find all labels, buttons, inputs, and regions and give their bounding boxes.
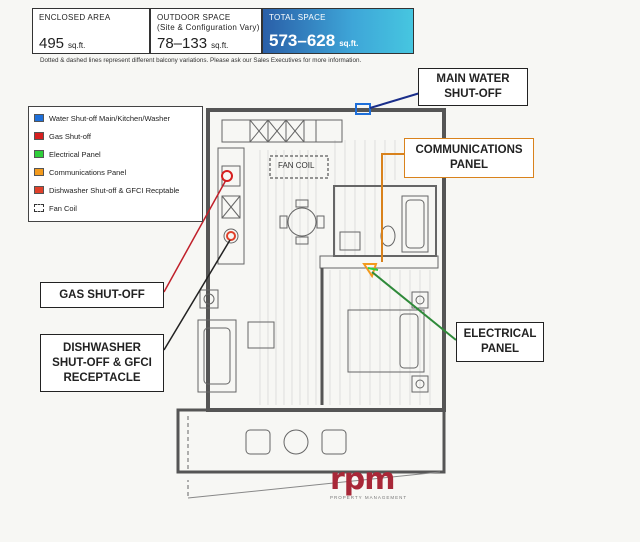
fan-coil-swatch-icon	[34, 204, 44, 212]
gas-shutoff-marker	[221, 170, 233, 182]
closet-wall	[319, 255, 439, 269]
gas-swatch-icon	[34, 132, 44, 140]
water-swatch-icon	[34, 114, 44, 122]
fan-coil-label: FAN COIL	[278, 161, 315, 170]
electrical-marker	[367, 267, 379, 271]
legend-item-dishwasher: Dishwasher Shut-off & GFCI Recptable	[34, 183, 179, 197]
dishwasher-valve	[223, 228, 239, 244]
logo-brand: rpm	[330, 462, 396, 497]
outdoor-space-label: OUTDOOR SPACE(Site & Configuration Vary)	[157, 13, 260, 32]
dishwasher-marker	[226, 231, 236, 241]
toilet	[380, 225, 396, 247]
electrical-swatch-icon	[34, 150, 44, 158]
balcony-note: Dotted & dashed lines represent differen…	[40, 57, 362, 64]
balcony-chair-left	[245, 429, 271, 455]
legend-item-electrical: Electrical Panel	[34, 147, 101, 161]
legend-item-gas: Gas Shut-off	[34, 129, 91, 143]
dishwasher-swatch-icon	[34, 186, 44, 194]
legend-item-communications: Communications Panel	[34, 165, 126, 179]
logo-tagline: PROPERTY MANAGEMENT	[330, 495, 408, 500]
dining-table	[287, 207, 317, 237]
coffee-table	[247, 321, 275, 349]
total-space-label: TOTAL SPACE	[269, 13, 326, 22]
rpm-logo: rpm PROPERTY MANAGEMENT	[330, 462, 410, 500]
leader-communications	[381, 153, 410, 262]
balcony	[176, 408, 446, 474]
balcony-table	[283, 429, 309, 455]
nightstand-bottom	[411, 375, 429, 393]
bathtub	[401, 195, 429, 253]
nightstand-top	[411, 291, 429, 309]
leader-electrical	[371, 271, 457, 341]
legend-item-fan-coil: Fan Coil	[34, 201, 77, 215]
enclosed-area-label: ENCLOSED AREA	[39, 13, 111, 22]
bed	[347, 309, 425, 373]
leader-gas	[163, 179, 227, 293]
callout-gas: GAS SHUT-OFF	[40, 282, 164, 308]
vanity	[339, 231, 361, 251]
kitchen-side-counter	[217, 147, 245, 265]
communications-swatch-icon	[34, 168, 44, 176]
water-shutoff-marker	[355, 103, 371, 115]
kitchen-upper-cabinets	[221, 119, 343, 143]
sofa	[197, 319, 237, 393]
sink	[221, 195, 241, 219]
legend: Water Shut-off Main/Kitchen/Washer Gas S…	[28, 106, 203, 222]
leader-dishwasher	[163, 239, 231, 351]
floor-hatch	[259, 140, 431, 405]
balcony-chair-right	[321, 429, 347, 455]
outdoor-space-box: OUTDOOR SPACE(Site & Configuration Vary)…	[150, 8, 262, 54]
legend-item-water: Water Shut-off Main/Kitchen/Washer	[34, 111, 170, 125]
